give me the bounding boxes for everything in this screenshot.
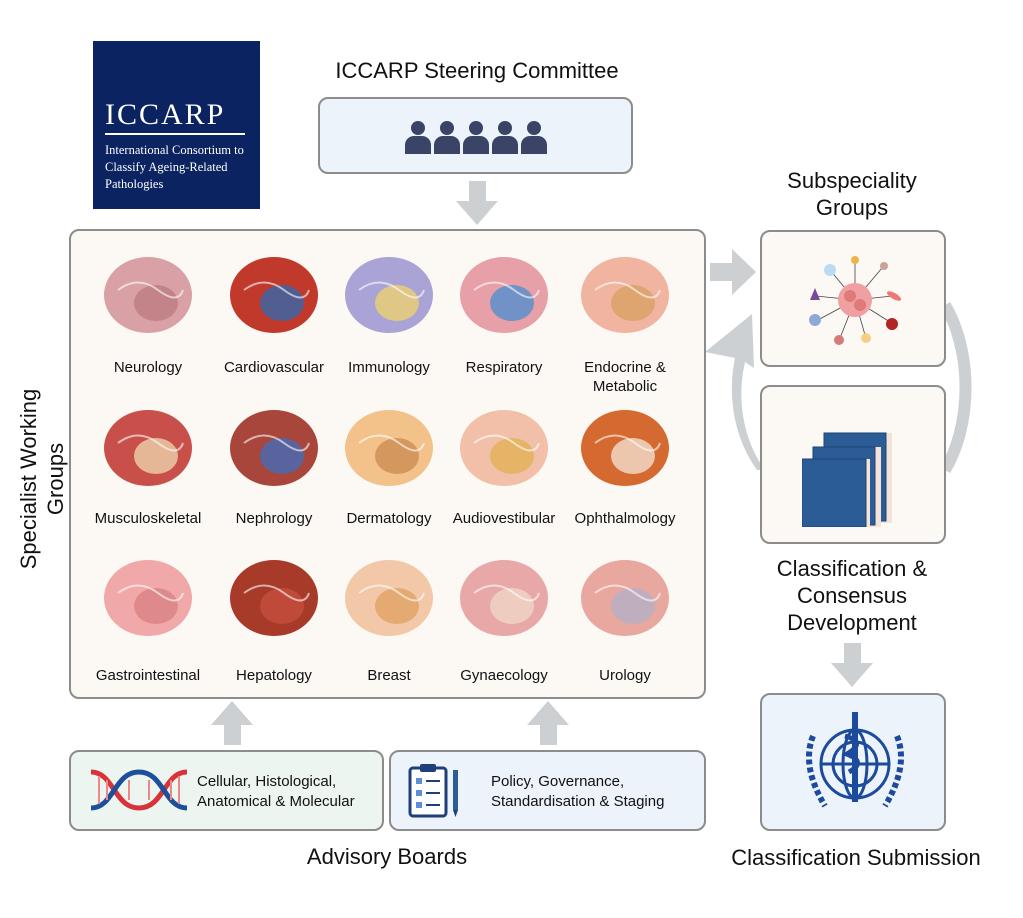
group-label-immunology: Immunology <box>348 359 430 376</box>
iccarp-logo: ICCARP International Consortium to Class… <box>93 41 260 209</box>
arrow-up-advisory-1 <box>211 701 253 745</box>
clipboard-icon <box>408 764 458 818</box>
logo-full-name: International Consortium to Classify Age… <box>105 143 244 191</box>
group-label-musculoskeletal: Musculoskeletal <box>94 510 202 527</box>
breast-icon <box>345 560 433 636</box>
arrow-down-steering <box>456 181 498 225</box>
group-label-hepatology: Hepatology <box>236 667 312 684</box>
advisory-board-label: Policy, Governance, Standardisation & St… <box>491 773 665 810</box>
group-label-gastrointestinal: Gastrointestinal <box>95 667 201 684</box>
brain-icon <box>104 257 192 333</box>
group-label-audiovestibular: Audiovestibular <box>452 510 556 527</box>
pancreas-icon <box>581 257 669 333</box>
group-label-respiratory: Respiratory <box>465 359 543 376</box>
submission-box <box>760 693 946 831</box>
dna-icon <box>90 769 188 811</box>
steering-title: ICCARP Steering Committee <box>335 58 619 83</box>
group-label-urology: Urology <box>599 667 651 684</box>
people-group-icon <box>405 121 547 154</box>
steering-committee-box <box>318 97 633 174</box>
logo-divider <box>105 133 245 135</box>
subspeciality-box <box>760 230 946 367</box>
group-label-breast: Breast <box>367 667 411 684</box>
arrow-up-advisory-2 <box>527 701 569 745</box>
arrow-down-submission <box>831 643 873 687</box>
submission-title: Classification Submission <box>731 845 981 870</box>
group-label-ophthalmology: Ophthalmology <box>574 510 676 527</box>
advisory-board-policy: Policy, Governance, Standardisation & St… <box>389 750 706 831</box>
intestines-icon <box>104 560 192 636</box>
advisory-board-label: Cellular, Histological, Anatomical & Mol… <box>197 773 355 810</box>
advisory-title: Advisory Boards <box>306 844 468 869</box>
urinary-tract-icon <box>581 560 669 636</box>
who-emblem-icon <box>806 712 904 808</box>
stem-cell-differentiation-icon <box>809 256 902 345</box>
eye-icon <box>581 410 669 486</box>
specialist-title: Specialist Working Groups <box>16 388 68 570</box>
group-label-endocrine-metabolic: Endocrine & Metabolic <box>584 359 666 395</box>
liver-icon <box>230 560 318 636</box>
advisory-board-molecular: Cellular, Histological, Anatomical & Mol… <box>69 750 384 831</box>
lungs-icon <box>460 257 548 333</box>
classification-box <box>760 385 946 544</box>
skin-icon <box>345 410 433 486</box>
classification-title: Classification & Consensus Development <box>776 556 928 635</box>
group-label-gynaecology: Gynaecology <box>460 667 548 684</box>
heart-icon <box>230 257 318 333</box>
immune-cells-icon <box>345 257 433 333</box>
subspeciality-title: Subspeciality Groups <box>787 168 917 220</box>
cycle-arc-right <box>939 301 972 474</box>
group-label-cardiovascular: Cardiovascular <box>223 359 325 376</box>
group-label-neurology: Neurology <box>113 359 183 376</box>
group-label-nephrology: Nephrology <box>235 510 313 527</box>
arrow-right-subspeciality <box>710 249 756 295</box>
kidney-icon <box>230 410 318 486</box>
shoulder-muscle-icon <box>104 410 192 486</box>
ear-icon <box>460 410 548 486</box>
group-label-dermatology: Dermatology <box>346 510 432 527</box>
logo-acronym: ICCARP <box>105 98 226 131</box>
books-icon <box>802 432 892 527</box>
uterus-icon <box>460 560 548 636</box>
cycle-arrow-left <box>705 314 765 470</box>
